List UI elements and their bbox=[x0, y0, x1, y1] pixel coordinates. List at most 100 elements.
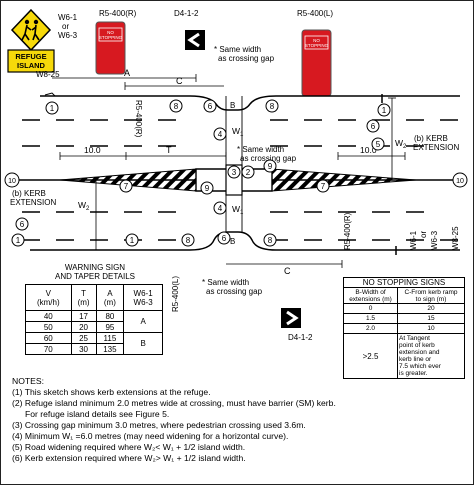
refuge-island-plate bbox=[7, 49, 55, 73]
dim-t-label: T bbox=[166, 145, 172, 155]
w6-1-top: W6-1 bbox=[58, 13, 78, 22]
or-top: or bbox=[62, 22, 69, 31]
svg-text:3: 3 bbox=[232, 168, 237, 177]
d4-1-2-chevron-sign-top bbox=[185, 30, 205, 50]
ns-header-b: B-Width of extensions (m) bbox=[342, 287, 399, 304]
or-right-label: or bbox=[419, 231, 428, 238]
svg-text:2: 2 bbox=[246, 168, 251, 177]
note-6: (6) Kerb extension required where W₂> W₁… bbox=[12, 453, 246, 463]
d4-1-2-chevron-sign-bottom bbox=[281, 308, 301, 328]
no-stopping-table: NO STOPPING SIGNS B-Width of extensions … bbox=[342, 277, 465, 379]
table-row: 60 25 115 B bbox=[25, 332, 163, 355]
svg-text:6: 6 bbox=[222, 234, 227, 243]
svg-text:NO: NO bbox=[107, 30, 114, 35]
dimension-t bbox=[126, 152, 227, 160]
no-stopping-sign-right: NO STOPPING bbox=[301, 29, 332, 97]
callout-7: 7 bbox=[316, 179, 330, 193]
table-row: 40 17 80 A bbox=[25, 310, 163, 333]
callout-6: 6 bbox=[217, 231, 231, 245]
r5-400-r-mid-label: R5-400(R) bbox=[134, 100, 143, 138]
callout-6: 6 bbox=[203, 99, 217, 113]
svg-text:7: 7 bbox=[124, 182, 129, 191]
callout-3: 3 bbox=[227, 165, 241, 179]
svg-text:8: 8 bbox=[174, 102, 179, 111]
dim-b-bottom-label: B bbox=[230, 237, 235, 246]
callout-2: 2 bbox=[241, 165, 255, 179]
w6-3-top: W6-3 bbox=[58, 31, 78, 40]
header-sign: W6-1 W6-3 bbox=[123, 284, 163, 311]
refuge-island-label-2: ISLAND bbox=[17, 61, 46, 70]
svg-text:NO: NO bbox=[313, 38, 320, 43]
gap-note-top-2: as crossing gap bbox=[218, 54, 275, 63]
callout-6: 6 bbox=[15, 217, 29, 231]
svg-text:6: 6 bbox=[371, 122, 376, 131]
callouts: 1 1 8 8 6 6 4 5 10 10 7 7 9 9 3 2 4 6 6 … bbox=[4, 99, 468, 247]
kerb-ext-left-1: (b) KERB bbox=[12, 189, 46, 198]
dimension-a-top bbox=[52, 74, 197, 82]
gap-note-top-1: * Same width bbox=[214, 45, 261, 54]
svg-text:7: 7 bbox=[321, 182, 326, 191]
table-row: 0 20 bbox=[342, 303, 465, 314]
refuge-island-label-1: REFUGE bbox=[15, 52, 46, 61]
callout-1: 1 bbox=[11, 233, 25, 247]
dim-w1-top-label: W1 bbox=[232, 126, 244, 138]
notes-heading: NOTES: bbox=[12, 376, 44, 386]
svg-text:8: 8 bbox=[268, 236, 273, 245]
dim-w2-left-label: W2 bbox=[78, 200, 90, 212]
callout-8: 8 bbox=[263, 233, 277, 247]
svg-text:8: 8 bbox=[270, 102, 275, 111]
top-kerb-line bbox=[40, 95, 460, 111]
kerb-ext-right-2: EXTENSION bbox=[413, 143, 459, 152]
svg-text:10: 10 bbox=[456, 178, 464, 185]
header-a: A (m) bbox=[95, 284, 125, 311]
header-t: T (m) bbox=[70, 284, 97, 311]
note-5: (5) Road widening required where W₂< W₁ … bbox=[12, 442, 246, 452]
w6-1-right-label: W6-1 bbox=[409, 230, 418, 250]
callout-8: 8 bbox=[265, 99, 279, 113]
dimension-c-bottom bbox=[226, 260, 343, 268]
dimension-w2-left bbox=[92, 180, 100, 251]
callout-4: 4 bbox=[213, 201, 227, 215]
svg-text:1: 1 bbox=[382, 106, 387, 115]
dim-c-top-label: C bbox=[176, 76, 183, 86]
note-4: (4) Minimum W₁ =6.0 metres (may need wid… bbox=[12, 431, 289, 441]
r5-400-l-bottom-label: R5-400(L) bbox=[171, 276, 180, 312]
no-stopping-sign-left: NO STOPPING bbox=[95, 21, 126, 75]
ns-header-c: C-From kerb ramp to sign (m) bbox=[397, 287, 465, 304]
svg-text:10: 10 bbox=[8, 178, 16, 185]
svg-text:STOPPING: STOPPING bbox=[305, 43, 329, 48]
header-v: V (km/h) bbox=[25, 284, 72, 311]
right-hatched-median bbox=[271, 168, 417, 192]
svg-text:9: 9 bbox=[205, 184, 210, 193]
dim-w1-bottom-label: W1 bbox=[232, 204, 244, 216]
svg-text:4: 4 bbox=[218, 130, 223, 139]
warning-table-title: WARNING SIGN AND TAPER DETAILS bbox=[54, 263, 136, 281]
table-row: 1.5 15 bbox=[342, 313, 465, 324]
callout-10: 10 bbox=[4, 172, 20, 188]
callout-9: 9 bbox=[263, 159, 277, 173]
dim-10-right-label: 10.0 bbox=[360, 145, 377, 155]
gap-note-bot-2: as crossing gap bbox=[206, 287, 263, 296]
callout-7: 7 bbox=[119, 179, 133, 193]
dim-10-left-label: 10.0 bbox=[84, 145, 101, 155]
svg-text:1: 1 bbox=[16, 236, 21, 245]
callout-1: 1 bbox=[45, 101, 59, 115]
gap-note-bot-1: * Same width bbox=[202, 278, 249, 287]
svg-text:1: 1 bbox=[130, 236, 135, 245]
no-stopping-title: NO STOPPING SIGNS bbox=[343, 277, 465, 288]
callout-1: 1 bbox=[125, 233, 139, 247]
note-2-cont: For refuge island details see Figure 5. bbox=[25, 409, 170, 419]
table-row: 2.0 10 bbox=[342, 323, 465, 334]
table-row: 50 20 95 bbox=[25, 321, 163, 333]
gap-note-mid-2: as crossing gap bbox=[240, 154, 297, 163]
dim-a-label: A bbox=[124, 68, 130, 78]
note-2: (2) Refuge island minimum 2.0 metres wid… bbox=[12, 398, 336, 408]
warning-sign-table: V (km/h) T (m) A (m) W6-1 W6-3 40 17 80 … bbox=[25, 284, 163, 355]
dimension-10-right bbox=[337, 152, 406, 160]
callout-8: 8 bbox=[181, 233, 195, 247]
dim-w2-right-label: W2 bbox=[395, 138, 407, 150]
kerb-ext-left-2: EXTENSION bbox=[10, 198, 56, 207]
pedestrian-warning-sign bbox=[10, 8, 52, 52]
